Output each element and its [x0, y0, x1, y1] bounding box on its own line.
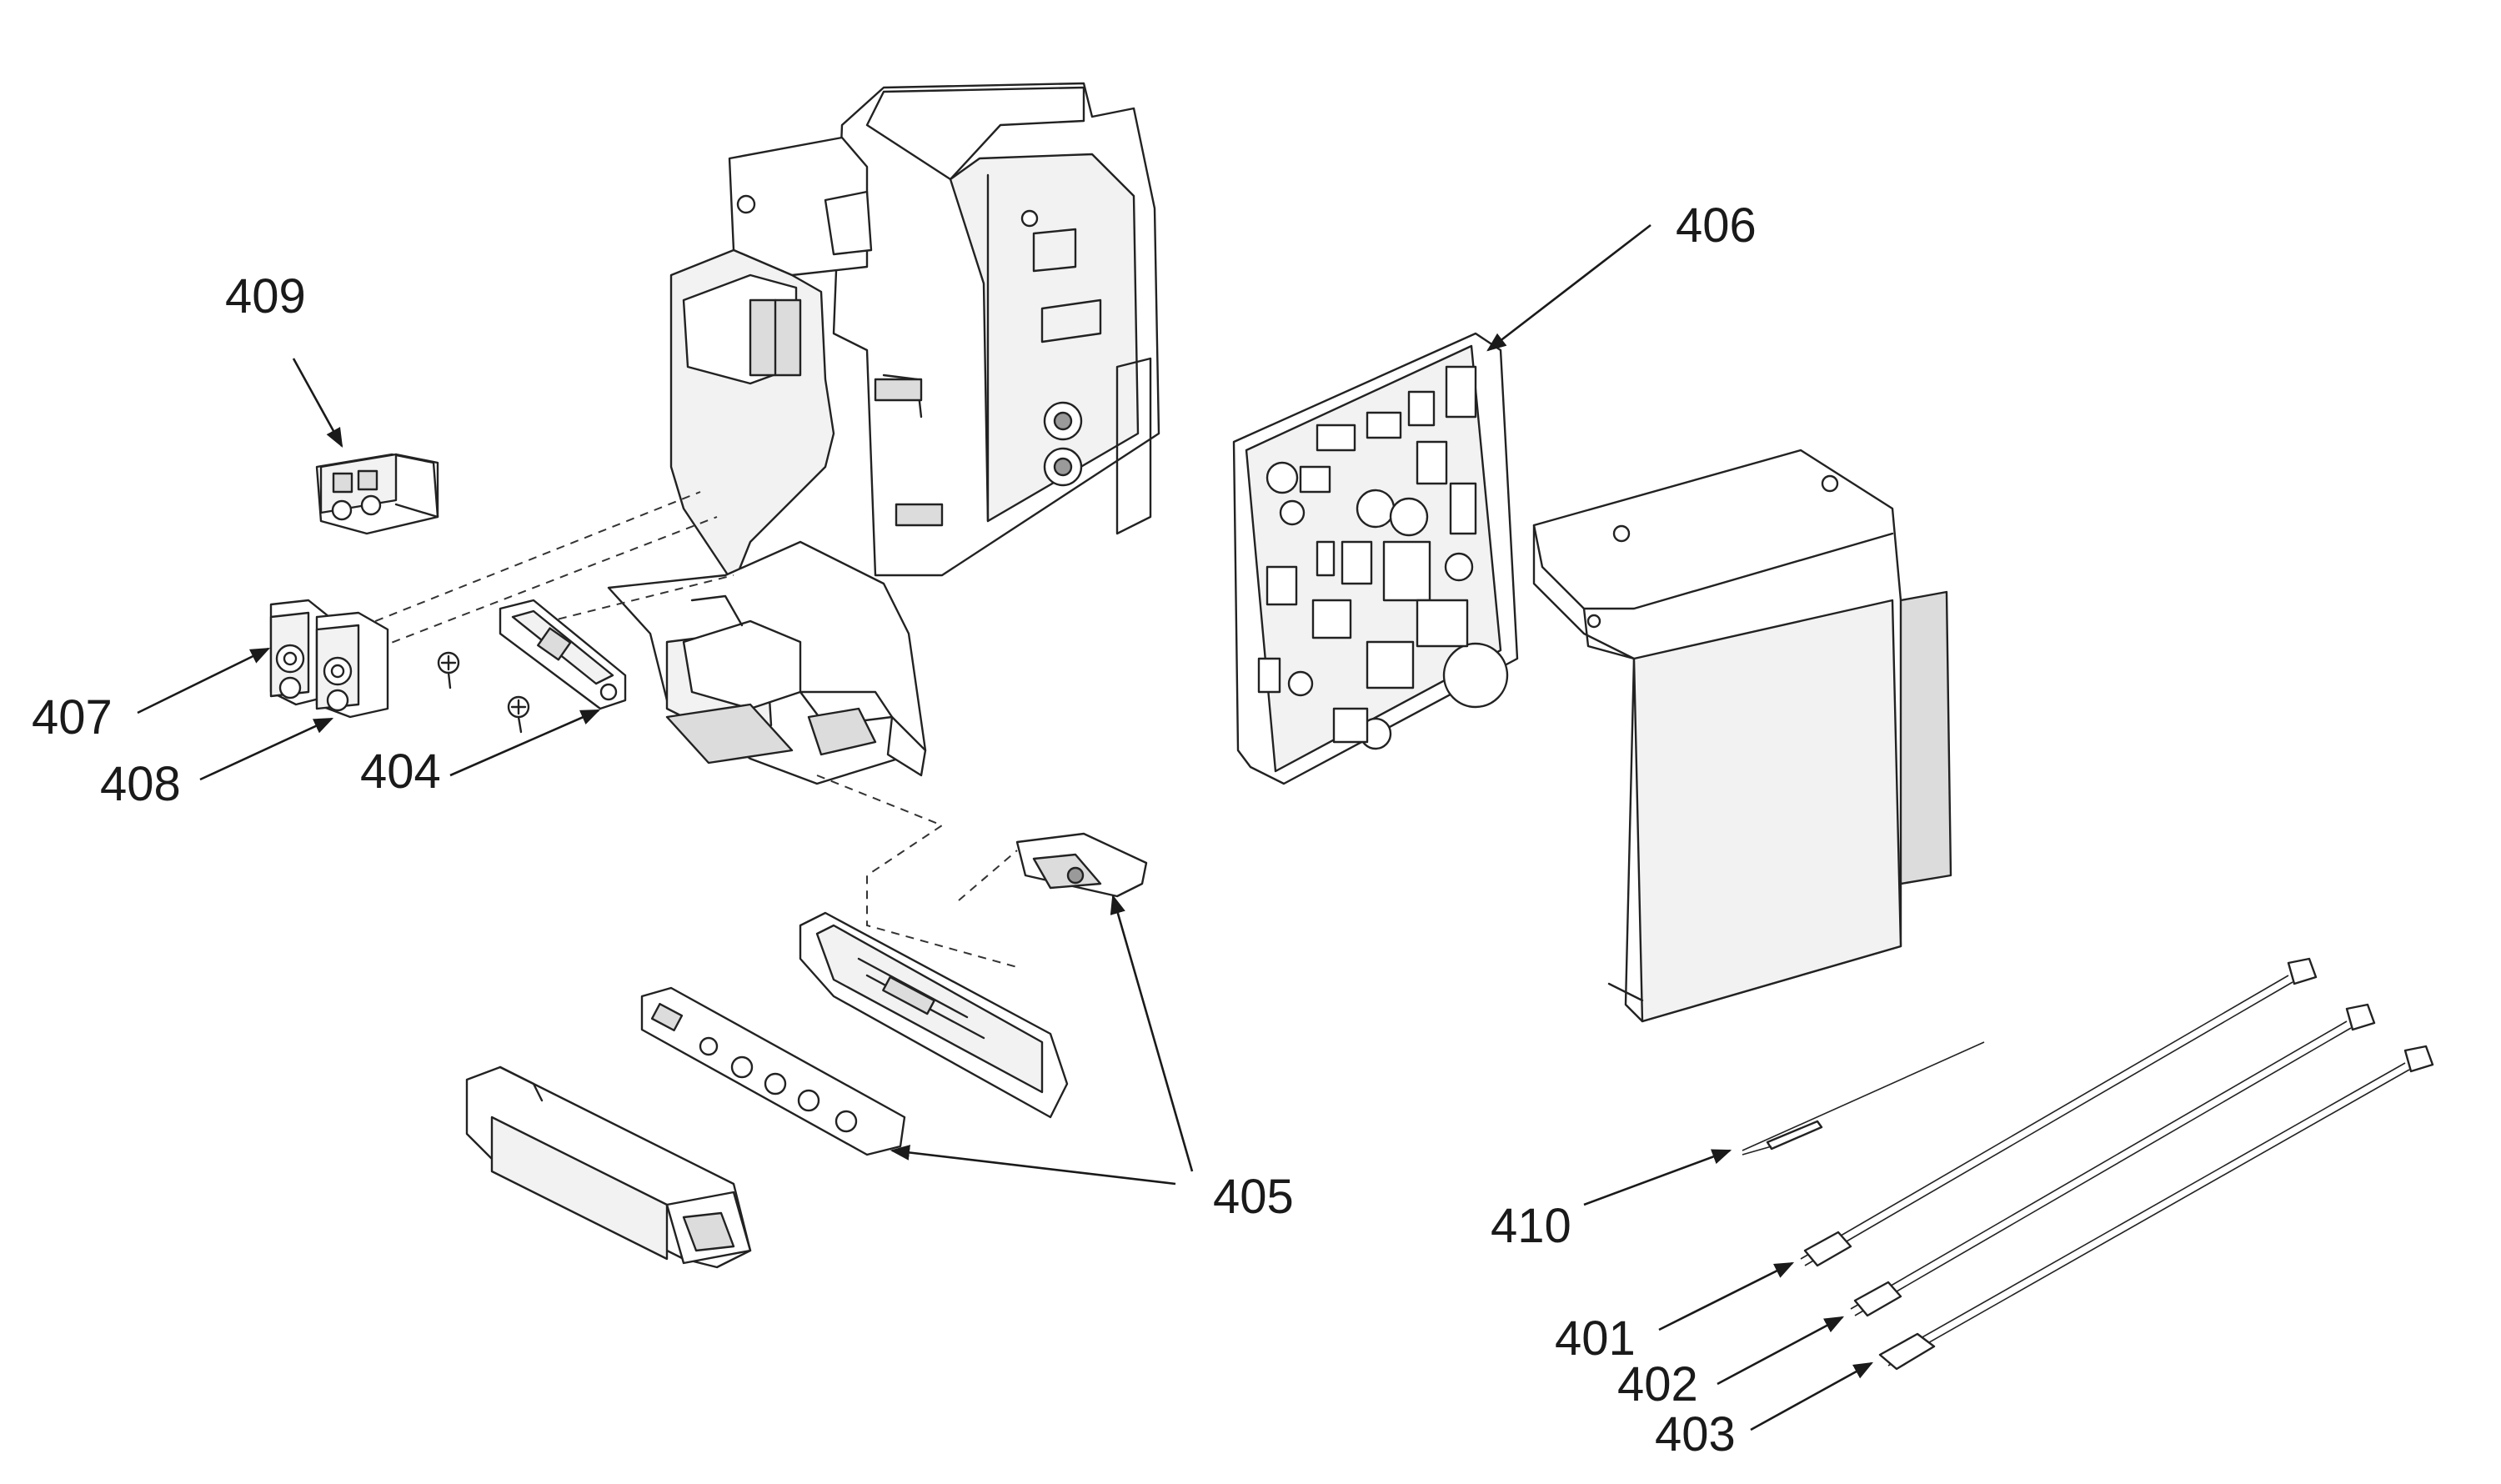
label-403: 403	[1655, 1407, 1736, 1461]
leader-402	[1717, 1316, 1845, 1386]
assembly-dashed-lines	[333, 491, 1018, 968]
label-404: 404	[360, 745, 441, 799]
label-407: 407	[32, 690, 113, 745]
leader-410	[1583, 1149, 1732, 1206]
display-assembly-405	[465, 832, 1148, 1269]
label-401: 401	[1555, 1311, 1636, 1366]
screw-1	[437, 651, 460, 689]
leader-408	[199, 717, 334, 781]
leader-403	[1750, 1361, 1874, 1431]
label-406: 406	[1676, 198, 1757, 253]
pcb-cover	[1532, 449, 1952, 1023]
leader-401	[1658, 1261, 1795, 1331]
label-410: 410	[1491, 1199, 1571, 1253]
main-pcb-406	[1232, 332, 1519, 785]
screw-2	[507, 695, 530, 734]
leader-405a	[890, 1145, 1176, 1186]
sensor-410	[1742, 1041, 1985, 1156]
label-402: 402	[1617, 1357, 1698, 1411]
leader-407	[137, 647, 271, 714]
main-housing	[607, 82, 1160, 785]
leader-lines	[137, 223, 1874, 1431]
terminal-block-409	[315, 453, 439, 535]
leader-409	[292, 358, 343, 449]
label-405: 405	[1213, 1170, 1294, 1224]
sensor-403	[1878, 1045, 2434, 1371]
bracket-404	[499, 599, 627, 710]
terminal-block-407	[269, 599, 331, 706]
terminal-block-408	[315, 611, 389, 719]
leader-405b	[1110, 894, 1194, 1172]
label-409: 409	[225, 269, 306, 323]
part-labels: 409 407 408 404 405 406 410 401 402 403	[32, 198, 1757, 1461]
leader-406	[1486, 223, 1651, 352]
sensor-402	[1850, 1003, 2376, 1317]
sensor-401	[1800, 957, 2318, 1267]
label-408: 408	[100, 757, 181, 811]
leader-404	[449, 709, 601, 777]
